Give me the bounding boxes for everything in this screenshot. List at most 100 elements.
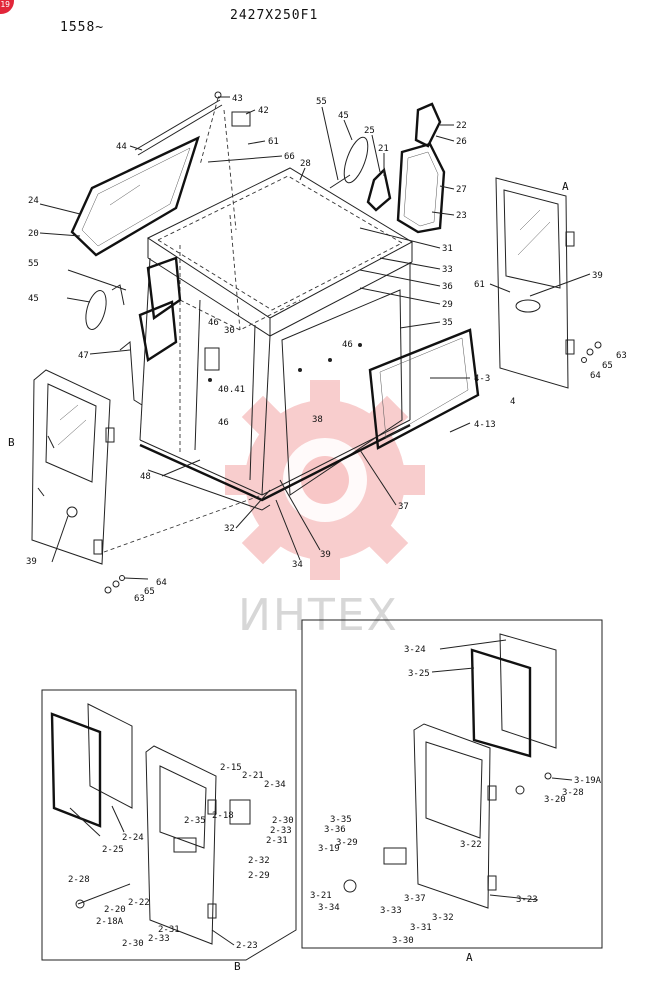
cab-floor-rails	[139, 423, 411, 511]
callout-25: 25	[364, 126, 375, 136]
callout-23: 23	[456, 211, 467, 221]
callout-3-21: 3-21	[310, 891, 332, 901]
callout-37: 37	[398, 502, 409, 512]
callout-a-main: A	[562, 180, 569, 193]
door-a-frame-detail	[343, 723, 552, 909]
callout-2-33a: 2-33	[270, 826, 292, 836]
callout-46b: 46	[342, 340, 353, 350]
callout-2-25: 2-25	[102, 845, 124, 855]
callout-63a: 63	[616, 351, 627, 361]
callout-65b: 65	[144, 587, 155, 597]
callout-46c: 46	[218, 418, 229, 428]
callout-45b: 45	[28, 294, 39, 304]
callout-2-15: 2-15	[220, 763, 242, 773]
front-upper-rail	[134, 99, 223, 156]
callout-a-detail: A	[466, 951, 473, 964]
cab-roof	[146, 167, 414, 337]
callout-2-18: 2-18	[212, 811, 234, 821]
leader-lines	[39, 96, 591, 946]
callout-2-33b: 2-33	[148, 934, 170, 944]
callout-27: 27	[456, 185, 467, 195]
left-side-glass	[119, 256, 182, 406]
callout-33: 33	[442, 265, 453, 275]
callout-4-13: 4-13	[474, 420, 496, 430]
callout-b-main: B	[8, 436, 15, 449]
callout-31: 31	[442, 244, 453, 254]
callout-64a: 64	[590, 371, 601, 381]
callout-2-34: 2-34	[264, 780, 286, 790]
callout-labels: 43 42 44 61 66 55 45 25 21 22 26 27 23 2…	[8, 94, 627, 973]
small-side-window	[366, 167, 392, 212]
callout-42: 42	[258, 106, 269, 116]
callout-b-detail: B	[234, 960, 241, 973]
callout-44: 44	[116, 142, 127, 152]
callout-2-30a: 2-30	[272, 816, 294, 826]
callout-2-35: 2-35	[184, 816, 206, 826]
callout-3-20: 3-20	[544, 795, 566, 805]
callout-43: 43	[232, 94, 243, 104]
door-a	[495, 177, 575, 389]
callout-2-29: 2-29	[248, 871, 270, 881]
callout-55: 55	[316, 97, 327, 107]
door-b-frame-detail	[75, 745, 251, 945]
door-a-hardware	[581, 341, 602, 363]
callout-29: 29	[442, 300, 453, 310]
callout-3-19A: 3-19A	[574, 776, 602, 786]
callout-28: 28	[300, 159, 311, 169]
door-b	[31, 369, 115, 565]
callout-3-22: 3-22	[460, 840, 482, 850]
side-window	[396, 142, 446, 234]
callout-4-3: 4-3	[474, 374, 490, 384]
callout-3-34: 3-34	[318, 903, 340, 913]
callout-3-32: 3-32	[432, 913, 454, 923]
callout-3-31: 3-31	[410, 923, 432, 933]
callout-2-31b: 2-31	[158, 925, 180, 935]
callout-65a: 65	[602, 361, 613, 371]
callout-66: 66	[284, 152, 295, 162]
callout-38: 38	[312, 415, 323, 425]
callout-3-19: 3-19	[318, 844, 340, 854]
watermark-text: ИНТЕХ	[238, 590, 399, 641]
callout-55b: 55	[28, 259, 39, 269]
callout-2-30b: 2-30	[122, 939, 144, 949]
cab-frame	[139, 214, 411, 496]
callout-3-30: 3-30	[392, 936, 414, 946]
detail-frame-a	[301, 619, 603, 949]
callout-2-24: 2-24	[122, 833, 144, 843]
callout-30: 30	[224, 326, 235, 336]
callout-3-37: 3-37	[404, 894, 426, 904]
callout-21: 21	[378, 144, 389, 154]
watermark-gear-icon	[225, 380, 425, 580]
callout-4: 4	[510, 397, 515, 407]
callout-34: 34	[292, 560, 303, 570]
door-a-glass	[470, 633, 557, 758]
part-code: 2427X250F1	[230, 8, 319, 23]
side-window-sash	[368, 328, 480, 450]
callout-2-20: 2-20	[104, 905, 126, 915]
callout-47: 47	[78, 351, 89, 361]
callout-3-23: 3-23	[516, 895, 538, 905]
callout-2-28: 2-28	[68, 875, 90, 885]
callout-3-29: 3-29	[336, 838, 358, 848]
callout-32: 32	[224, 524, 235, 534]
callout-3-24: 3-24	[404, 645, 426, 655]
callout-39c: 39	[26, 557, 37, 567]
callout-3-28: 3-28	[562, 788, 584, 798]
callout-39a: 39	[320, 550, 331, 560]
callout-35: 35	[442, 318, 453, 328]
left-mirror	[85, 284, 125, 330]
door-b-glass	[50, 703, 133, 828]
callout-2-31a: 2-31	[266, 836, 288, 846]
callout-3-33: 3-33	[380, 906, 402, 916]
callout-2-18A: 2-18A	[96, 917, 124, 927]
callout-24: 24	[28, 196, 39, 206]
callout-3-35: 3-35	[330, 815, 352, 825]
callout-64b: 64	[156, 578, 167, 588]
rear-view-mirror	[329, 136, 369, 189]
callout-2-21: 2-21	[242, 771, 264, 781]
callout-22: 22	[456, 121, 467, 131]
callout-2-23: 2-23	[236, 941, 258, 951]
callout-61b: 61	[474, 280, 485, 290]
